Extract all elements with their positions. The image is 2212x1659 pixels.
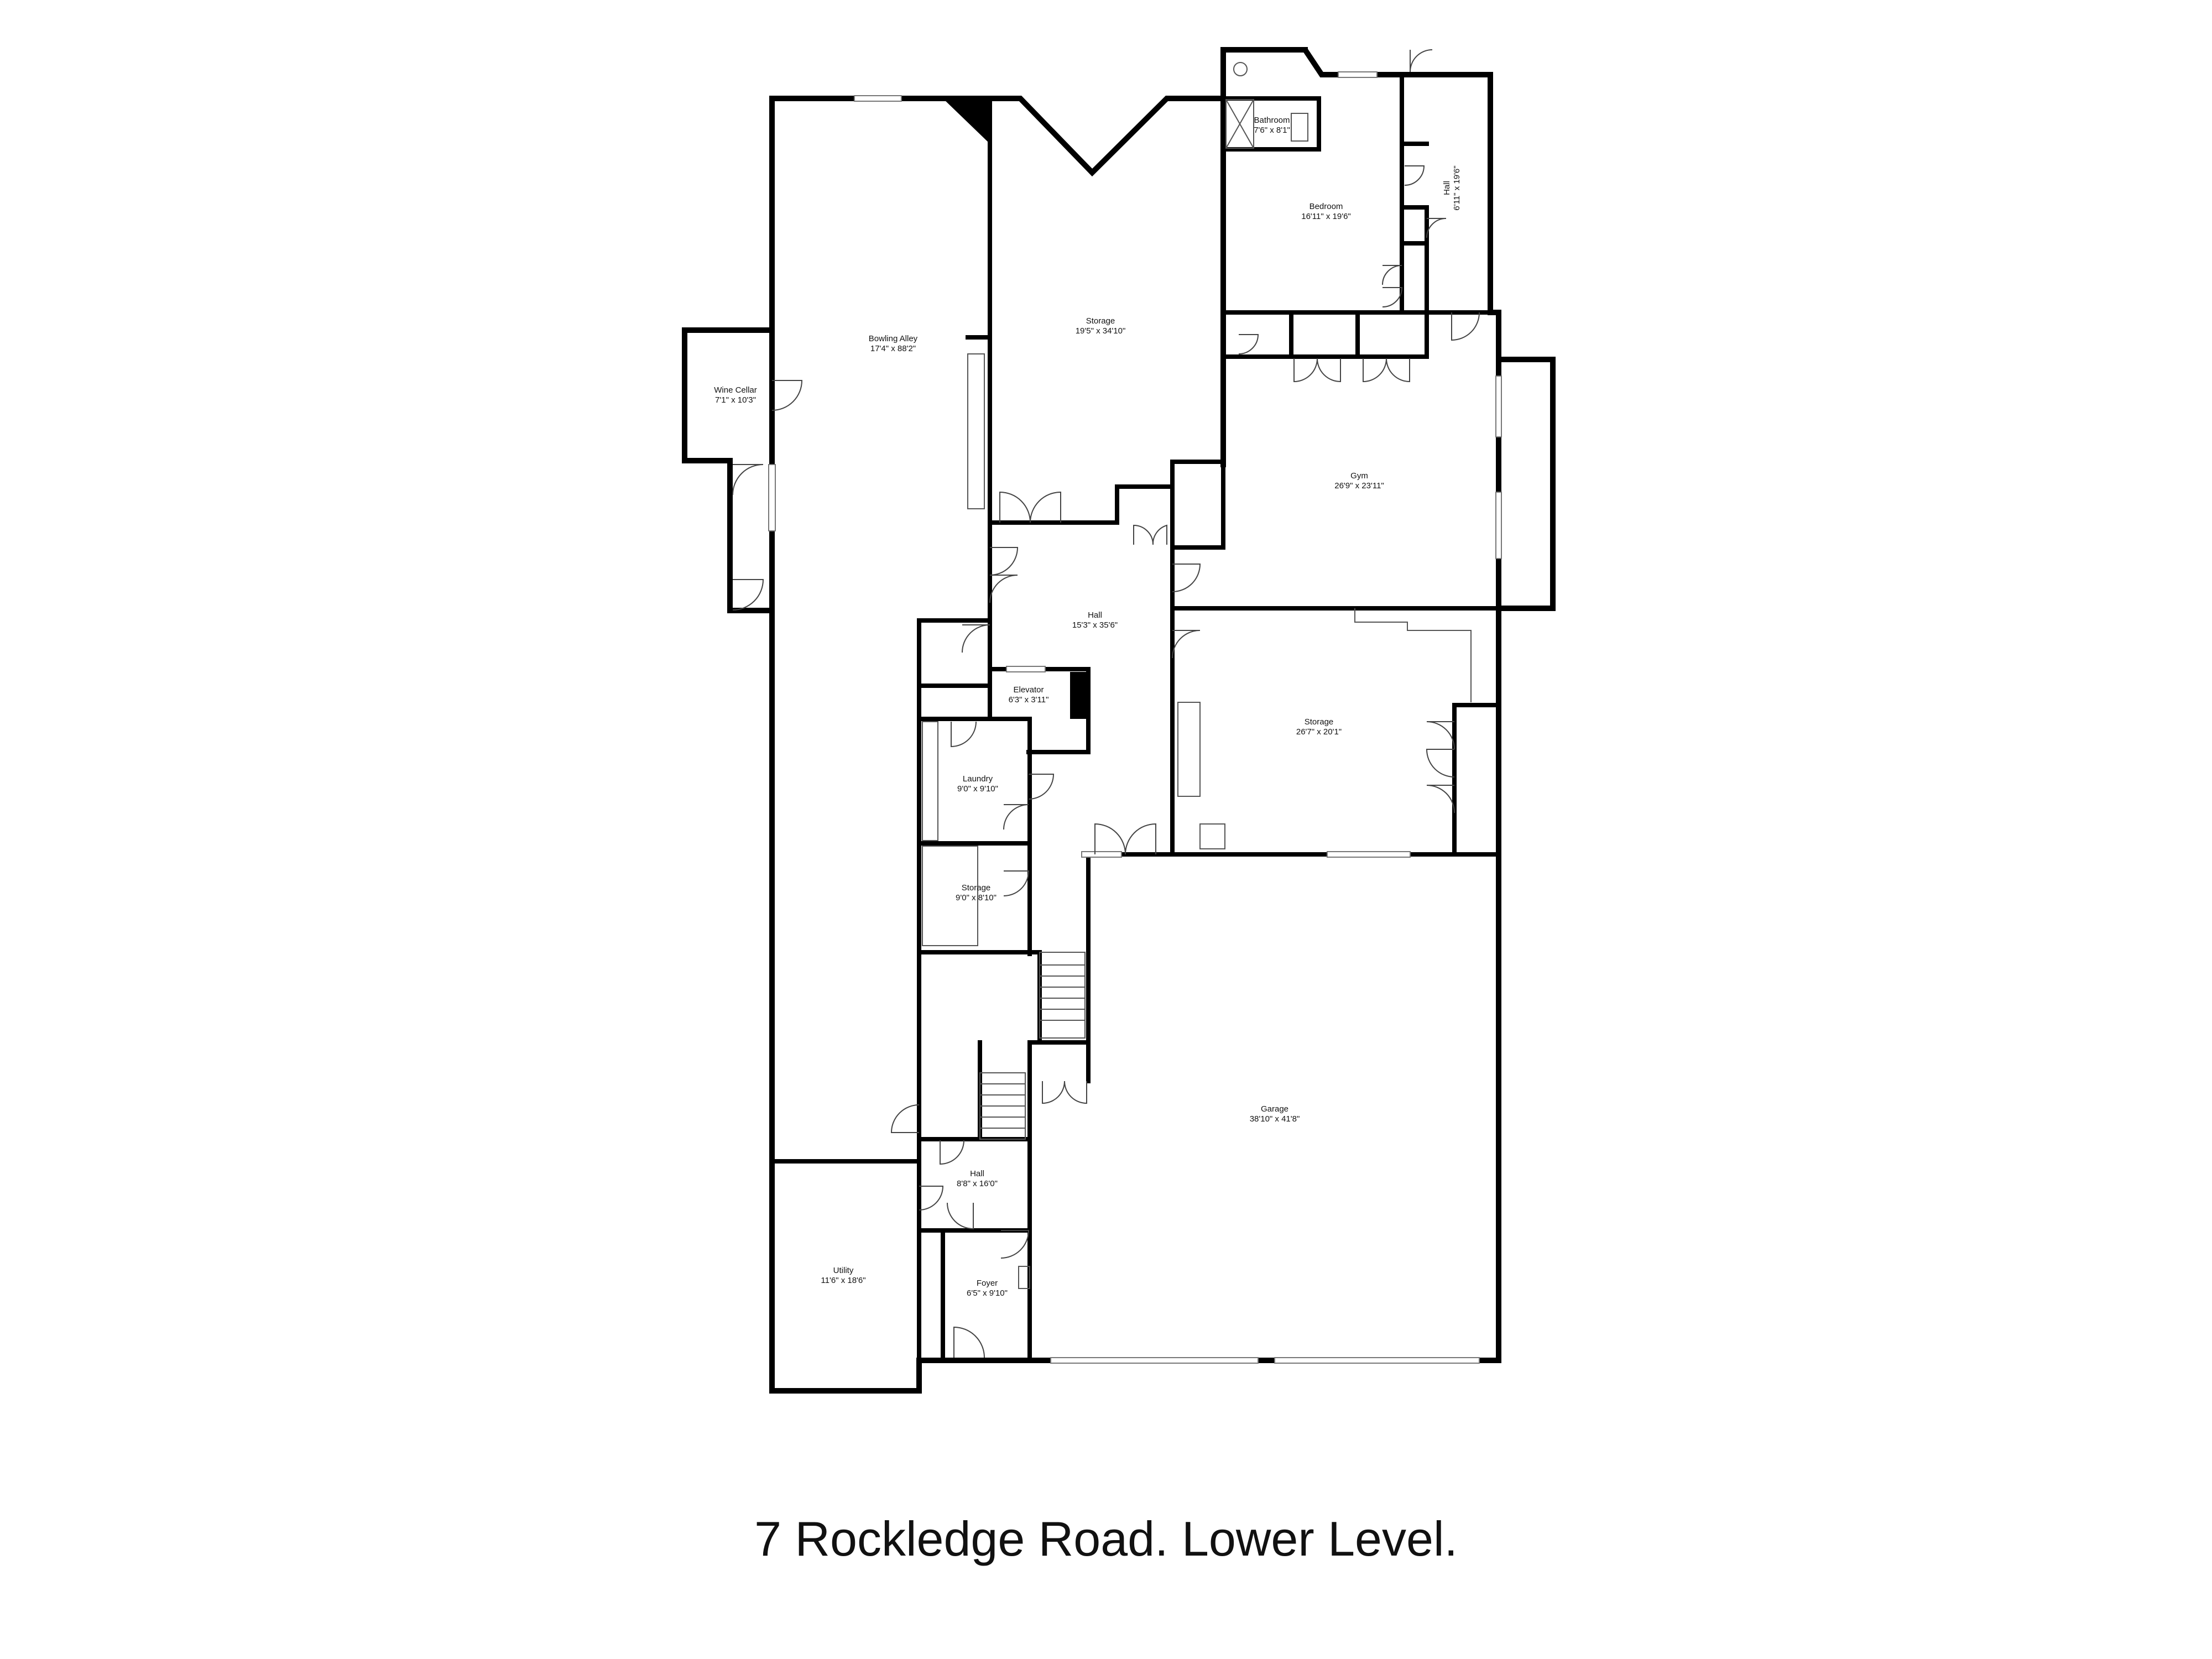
elevator-shaft-block (1070, 672, 1088, 719)
interior-walls (770, 72, 1501, 1363)
svg-text:6'3" x 3'11": 6'3" x 3'11" (1009, 695, 1049, 705)
svg-text:7'6" x 8'1": 7'6" x 8'1" (1254, 126, 1290, 135)
room-label-storage-upper: Storage 19'5" x 34'10" (1076, 316, 1126, 336)
bathroom-sink (1233, 62, 1248, 76)
svg-text:8'8" x 16'0": 8'8" x 16'0" (957, 1179, 998, 1188)
svg-text:9'0" x 9'10": 9'0" x 9'10" (957, 784, 998, 794)
exterior-walls (682, 47, 1556, 1394)
stairs-lower (979, 1072, 1026, 1140)
room-label-bedroom: Bedroom 16'11" x 19'6" (1301, 202, 1351, 221)
svg-text:Gym: Gym (1350, 471, 1368, 481)
svg-text:26'7" x 20'1": 26'7" x 20'1" (1296, 727, 1342, 737)
room-label-gym: Gym 26'9" x 23'11" (1334, 471, 1384, 491)
room-label-garage: Garage 38'10" x 41'8" (1250, 1104, 1300, 1124)
svg-text:Garage: Garage (1261, 1104, 1288, 1114)
svg-text:Laundry: Laundry (963, 774, 993, 784)
toilet (1291, 113, 1308, 142)
svg-text:Bowling Alley: Bowling Alley (869, 334, 918, 343)
room-label-hall-upper: Hall 6'11" x 19'6" (1442, 165, 1462, 210)
shower (1225, 99, 1254, 149)
svg-text:Bathroom: Bathroom (1254, 116, 1290, 125)
svg-text:38'10" x 41'8": 38'10" x 41'8" (1250, 1114, 1300, 1124)
svg-text:Hall: Hall (1088, 611, 1102, 620)
svg-text:9'0" x 8'10": 9'0" x 8'10" (956, 893, 997, 902)
counter (967, 353, 985, 509)
room-label-storage-right: Storage 26'7" x 20'1" (1296, 717, 1342, 737)
room-label-elevator: Elevator 6'3" x 3'11" (1009, 685, 1049, 705)
structural-corner (943, 98, 990, 144)
room-label-hall-lower: Hall 8'8" x 16'0" (957, 1169, 998, 1188)
stairs (1039, 952, 1086, 1039)
room-labels: Bathroom 7'6" x 8'1" Bedroom 16'11" x 19… (714, 116, 1462, 1298)
fixtures (922, 62, 1472, 1289)
svg-text:Utility: Utility (833, 1266, 854, 1275)
svg-text:Wine Cellar: Wine Cellar (714, 385, 757, 395)
room-label-storage-small: Storage 9'0" x 8'10" (956, 883, 997, 902)
svg-text:26'9" x 23'11": 26'9" x 23'11" (1334, 481, 1384, 491)
shelf (1177, 702, 1201, 797)
svg-text:6'11" x 19'6": 6'11" x 19'6" (1452, 165, 1462, 210)
windows (768, 71, 1502, 1364)
room-label-bowling-alley: Bowling Alley 17'4" x 88'2" (869, 334, 918, 353)
svg-text:6'5" x 9'10": 6'5" x 9'10" (967, 1288, 1008, 1298)
svg-text:Elevator: Elevator (1013, 685, 1044, 695)
sink (1199, 823, 1225, 849)
room-label-foyer: Foyer 6'5" x 9'10" (967, 1279, 1008, 1298)
plan-title: 7 Rockledge Road. Lower Level. (754, 1511, 1458, 1566)
svg-text:16'11" x 19'6": 16'11" x 19'6" (1301, 212, 1351, 221)
svg-text:19'5" x 34'10": 19'5" x 34'10" (1076, 326, 1126, 336)
svg-text:7'1" x 10'3": 7'1" x 10'3" (715, 395, 756, 405)
svg-text:Hall: Hall (970, 1169, 984, 1178)
room-label-bathroom: Bathroom 7'6" x 8'1" (1254, 116, 1290, 135)
room-label-hall-center: Hall 15'3" x 35'6" (1072, 611, 1118, 630)
svg-text:Bedroom: Bedroom (1310, 202, 1343, 211)
room-label-utility: Utility 11'6" x 18'6" (821, 1266, 865, 1285)
door-swings (732, 49, 1480, 1358)
svg-text:Storage: Storage (1086, 316, 1115, 326)
svg-text:Storage: Storage (962, 883, 991, 893)
svg-text:Storage: Storage (1305, 717, 1334, 727)
svg-text:17'4" x 88'2": 17'4" x 88'2" (870, 344, 916, 353)
svg-text:Foyer: Foyer (977, 1279, 998, 1288)
svg-text:Hall: Hall (1442, 181, 1452, 195)
room-label-wine-cellar: Wine Cellar 7'1" x 10'3" (714, 385, 757, 405)
svg-text:11'6" x 18'6": 11'6" x 18'6" (821, 1276, 865, 1285)
svg-text:15'3" x 35'6": 15'3" x 35'6" (1072, 620, 1118, 630)
room-label-laundry: Laundry 9'0" x 9'10" (957, 774, 998, 794)
